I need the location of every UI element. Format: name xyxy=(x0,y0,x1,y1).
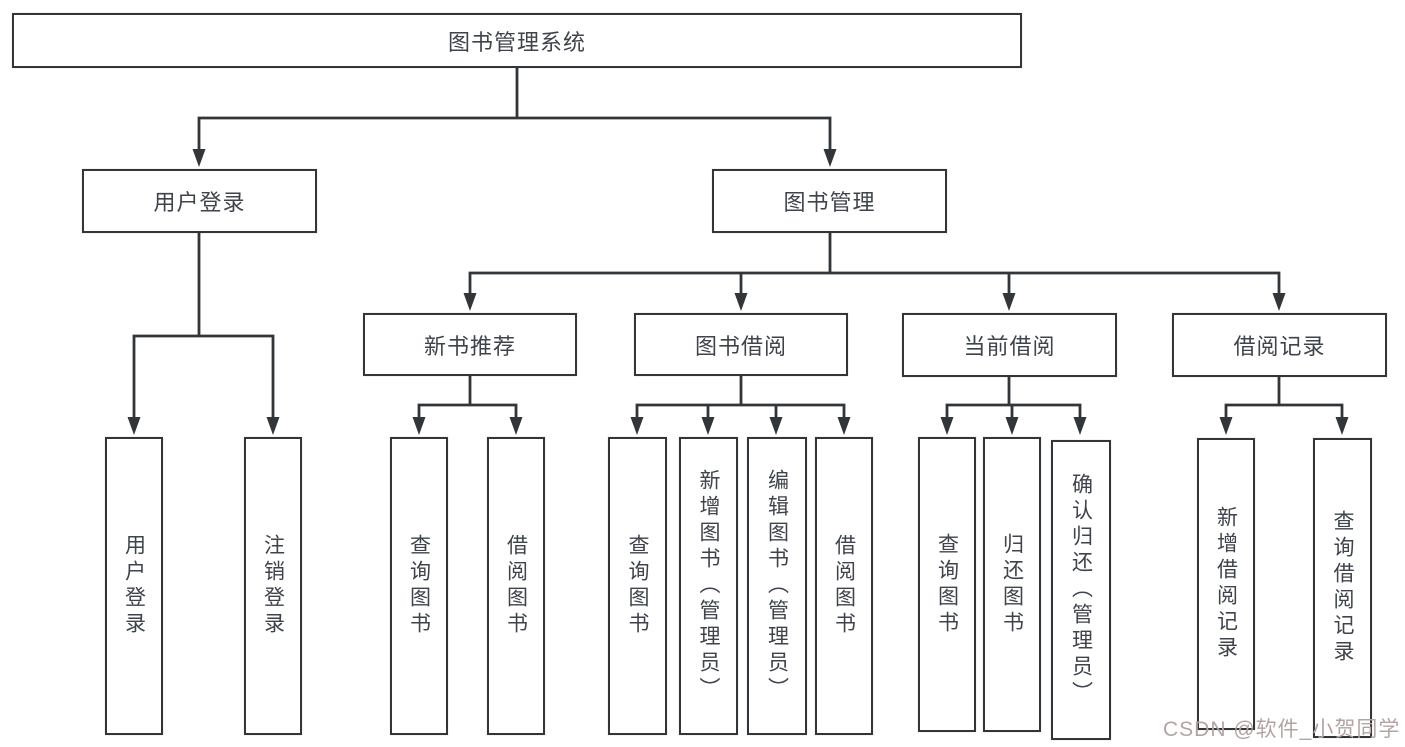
leaf-add-borrow-record: 新增借阅记录 xyxy=(1197,438,1255,730)
arrowhead xyxy=(823,149,837,167)
node-user-login: 用户登录 xyxy=(82,169,317,233)
node-library-management-system: 图书管理系统 xyxy=(12,13,1022,68)
node-new-book-recommendation: 新书推荐 xyxy=(363,313,577,376)
arrowhead xyxy=(509,417,523,435)
arrowhead xyxy=(1335,417,1349,435)
arrowhead xyxy=(1272,293,1286,311)
arrowhead xyxy=(463,293,477,311)
arrowhead xyxy=(734,293,748,311)
node-current-borrowing: 当前借阅 xyxy=(902,313,1117,377)
node-label: 新书推荐 xyxy=(423,333,516,359)
leaf-label: 借阅图书 xyxy=(504,534,528,638)
leaf-label: 查询借阅记录 xyxy=(1331,510,1354,666)
node-book-management: 图书管理 xyxy=(712,169,947,233)
leaf-label: 借阅图书 xyxy=(832,534,856,638)
leaf-add-book-admin: 新增图书（管理员） xyxy=(679,437,738,735)
leaf-label: 归还图书 xyxy=(1000,532,1024,637)
arrowhead xyxy=(1002,293,1016,311)
node-label: 当前借阅 xyxy=(963,334,1056,359)
leaf-label: 用户登录 xyxy=(122,534,146,638)
leaf-edit-book-admin: 编辑图书（管理员） xyxy=(747,437,807,735)
node-book-borrowing: 图书借阅 xyxy=(634,313,848,376)
arrowhead xyxy=(769,417,783,435)
arrowhead xyxy=(266,417,280,435)
leaf-query-books-recommend: 查询图书 xyxy=(390,437,448,735)
arrowhead xyxy=(940,417,954,435)
arrowhead xyxy=(1073,417,1087,435)
arrowhead xyxy=(837,417,851,435)
node-label: 借阅记录 xyxy=(1233,334,1326,359)
arrowhead xyxy=(1219,417,1233,435)
leaf-borrow-books-recommend: 借阅图书 xyxy=(487,437,545,735)
node-label: 图书管理系统 xyxy=(447,29,586,55)
leaf-borrow-books: 借阅图书 xyxy=(815,437,873,735)
leaf-label: 确认归还（管理员） xyxy=(1069,473,1093,707)
csdn-watermark: CSDN @软件_小贺同学 xyxy=(1163,718,1401,741)
leaf-query-books-current: 查询图书 xyxy=(918,437,976,732)
leaf-label: 注销登录 xyxy=(261,534,285,638)
leaf-confirm-return-admin: 确认归还（管理员） xyxy=(1051,440,1111,740)
leaf-label: 查询图书 xyxy=(626,534,649,638)
arrowhead xyxy=(701,417,715,435)
leaf-query-books-borrow: 查询图书 xyxy=(608,437,667,735)
node-label: 用户登录 xyxy=(153,190,246,215)
node-label: 图书管理 xyxy=(783,190,876,215)
leaf-label: 查询图书 xyxy=(407,534,431,638)
arrowhead xyxy=(127,417,141,435)
arrowhead xyxy=(630,417,644,435)
leaf-label: 查询图书 xyxy=(935,532,959,637)
arrowhead xyxy=(192,149,206,167)
leaf-user-login: 用户登录 xyxy=(105,437,163,735)
node-borrowing-records: 借阅记录 xyxy=(1172,313,1387,377)
leaf-label: 新增图书（管理员） xyxy=(697,469,720,703)
node-label: 图书借阅 xyxy=(694,333,787,359)
leaf-logout: 注销登录 xyxy=(244,437,302,735)
leaf-label: 编辑图书（管理员） xyxy=(765,469,789,703)
arrowhead xyxy=(412,417,426,435)
arrowhead xyxy=(1005,417,1019,435)
leaf-query-borrow-record: 查询借阅记录 xyxy=(1313,438,1372,738)
leaf-label: 新增借阅记录 xyxy=(1214,506,1238,662)
leaf-return-book: 归还图书 xyxy=(983,437,1041,732)
